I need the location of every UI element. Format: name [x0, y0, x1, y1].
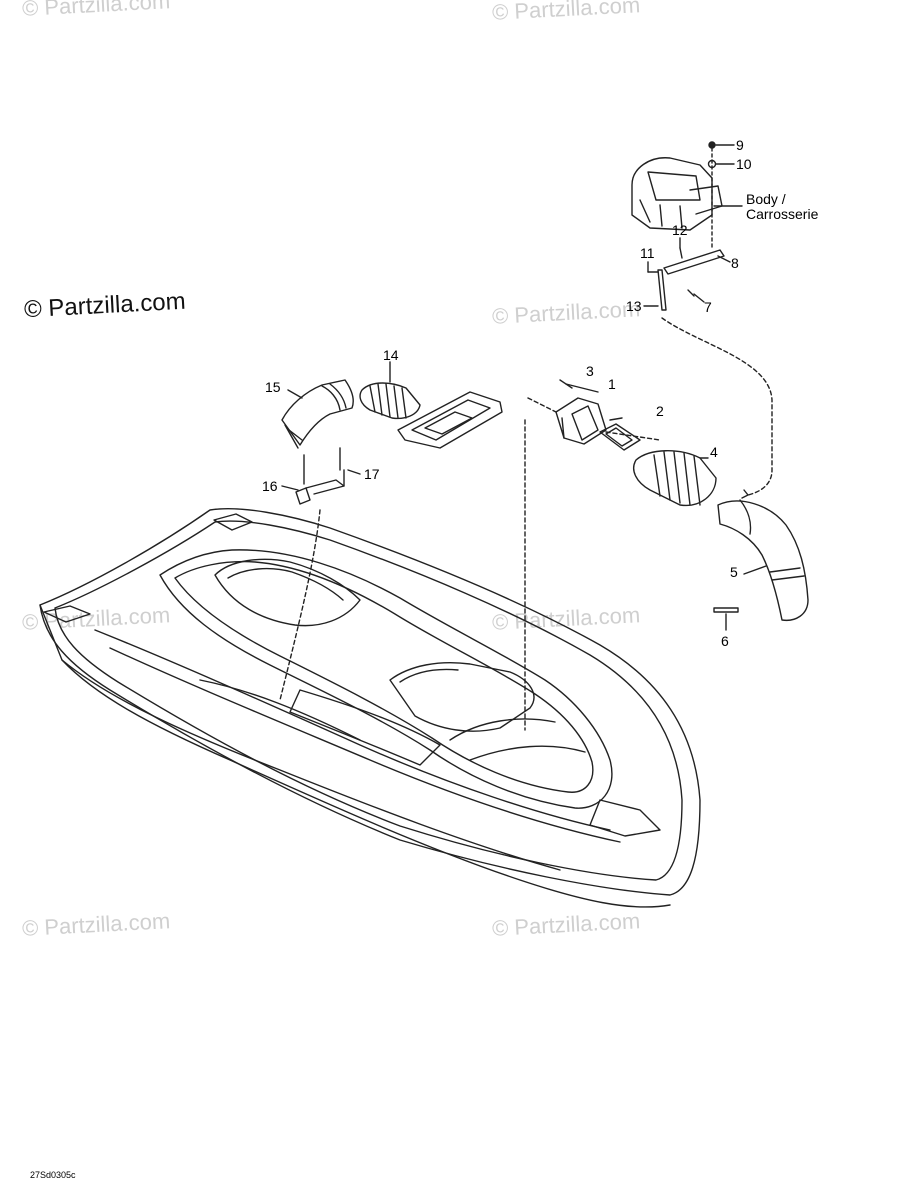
leader-15 [287, 389, 303, 399]
figure-code: 27Sd0305c [30, 1170, 76, 1180]
callout-6: 6 [721, 633, 729, 649]
gasket-2 [599, 423, 641, 451]
clamp-6 [713, 607, 739, 613]
callout-16: 16 [262, 478, 278, 494]
body-label-line1: Body / [746, 191, 786, 207]
screw-7 [687, 289, 695, 297]
air-box-tray [397, 391, 503, 449]
leader-7 [693, 293, 705, 303]
callout-7: 7 [704, 299, 712, 315]
callout-9: 9 [736, 137, 744, 153]
air-box [631, 157, 723, 231]
callout-4: 4 [710, 444, 718, 460]
leader-2 [609, 417, 623, 421]
nut-9 [708, 141, 716, 149]
support-bracket-8 [663, 147, 725, 275]
leader-1 [565, 383, 599, 393]
leader-17 [347, 469, 361, 475]
watercraft-hull [39, 419, 701, 908]
callout-2: 2 [656, 403, 664, 419]
callout-3: 3 [586, 363, 594, 379]
callout-8: 8 [731, 255, 739, 271]
routing-line [661, 317, 773, 496]
callout-1: 1 [608, 376, 616, 392]
callout-14: 14 [383, 347, 399, 363]
routing-arrow [741, 489, 749, 499]
callout-5: 5 [730, 564, 738, 580]
assembly-axis [527, 397, 661, 441]
intake-hose-4 [632, 450, 717, 507]
screw-12 [679, 247, 683, 259]
body-label-line2: Carrosserie [746, 206, 819, 222]
leader-5 [743, 565, 767, 575]
callout-11: 11 [640, 245, 655, 261]
body-carrosserie-label: Body / Carrosserie [746, 192, 818, 222]
callout-13: 13 [626, 298, 642, 314]
callout-12: 12 [672, 222, 688, 238]
bracket-16 [295, 469, 345, 505]
callout-17: 17 [364, 466, 380, 482]
intake-hose-5 [717, 499, 809, 622]
rod-13 [657, 269, 667, 311]
intake-adapter-1 [555, 397, 607, 445]
callout-10: 10 [736, 156, 752, 172]
intake-hose-15 [281, 379, 354, 449]
intake-hose-14 [359, 382, 421, 420]
leader-16b [281, 485, 299, 491]
leader-8 [717, 255, 731, 263]
callout-15: 15 [265, 379, 281, 395]
